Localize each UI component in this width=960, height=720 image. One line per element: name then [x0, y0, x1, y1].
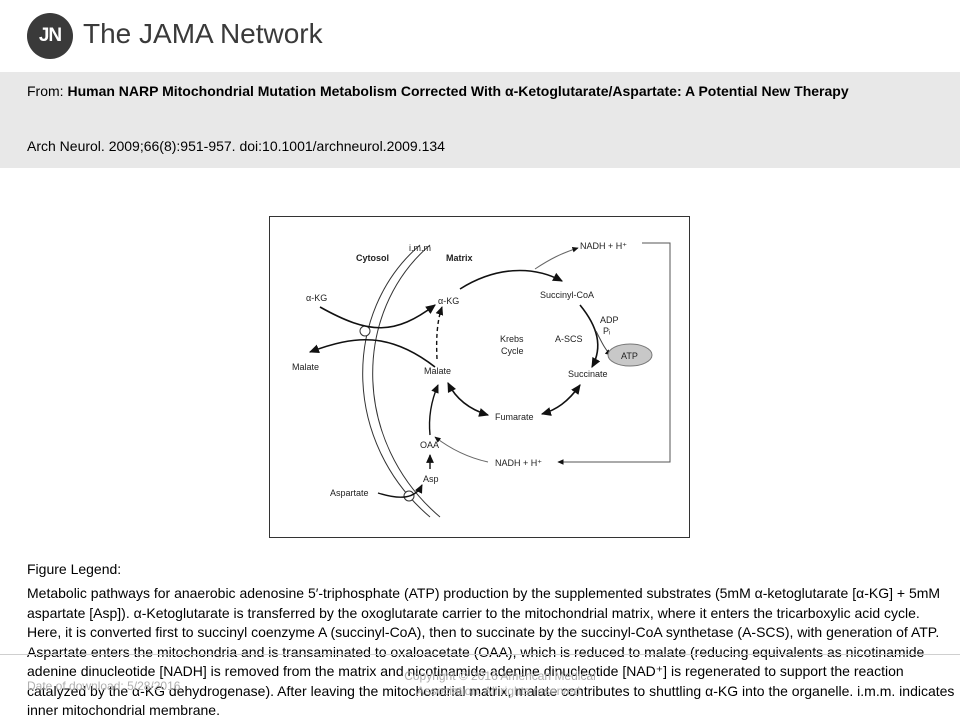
label-malate-matrix: Malate	[424, 366, 451, 376]
from-prefix: From:	[27, 83, 64, 99]
malate-export-arrow	[308, 338, 436, 368]
succinate-to-fumarate-arrow	[540, 384, 581, 416]
label-imm: i.m.m	[409, 243, 431, 253]
label-succinyl-coa: Succinyl-CoA	[540, 290, 594, 300]
label-krebs: Krebs	[500, 334, 524, 344]
akg-to-succinylcoa-arrow	[459, 269, 563, 290]
label-atp: ATP	[621, 351, 638, 361]
label-a-scs: A-SCS	[555, 334, 583, 344]
label-aspartate: Aspartate	[330, 488, 369, 498]
copyright-notice: Copyright © 2016 American Medical Associ…	[404, 669, 596, 698]
label-asp: Asp	[423, 474, 439, 484]
article-citation: Arch Neurol. 2009;66(8):951-957. doi:10.…	[27, 138, 445, 154]
membrane-inner-line	[372, 244, 441, 518]
article-title[interactable]: Human NARP Mitochondrial Mutation Metabo…	[67, 83, 849, 99]
atp-ellipse	[607, 343, 653, 367]
label-akg-cytosol: α-KG	[306, 293, 327, 303]
oxoglutarate-carrier	[359, 325, 371, 337]
label-pi: Pᵢ	[603, 326, 610, 336]
brand-name[interactable]: The JAMA Network	[83, 18, 323, 49]
nadh-bottom-arrow	[434, 436, 489, 463]
nadh-loop-line	[557, 242, 671, 465]
legend-title: Figure Legend:	[27, 561, 122, 577]
legend-text: Metabolic pathways for anaerobic adenosi…	[27, 585, 955, 718]
nadh-top-arrow	[534, 246, 579, 270]
figure-diagram: i.m.m Cytosol Matrix α-KG α-KG Malate Ma…	[269, 216, 690, 538]
membrane-outer-line	[362, 244, 431, 518]
label-malate-cytosol: Malate	[292, 362, 319, 372]
jama-network-logo[interactable]: JN	[27, 13, 73, 59]
label-fumarate: Fumarate	[495, 412, 534, 422]
oaa-to-malate-arrow	[428, 384, 439, 436]
metabolic-pathway-diagram: i.m.m Cytosol Matrix α-KG α-KG Malate Ma…	[292, 241, 671, 518]
label-matrix: Matrix	[446, 253, 473, 263]
label-cycle: Cycle	[501, 346, 524, 356]
brand-header: JN The JAMA Network	[0, 0, 960, 72]
aspartate-import-arrow	[377, 484, 423, 498]
label-adp: ADP	[600, 315, 619, 325]
fumarate-to-malate-arrow	[447, 381, 490, 417]
label-cytosol: Cytosol	[356, 253, 389, 263]
article-header-band	[0, 72, 960, 168]
label-akg-matrix: α-KG	[438, 296, 459, 306]
succinylcoa-to-succinate-arrow	[579, 304, 601, 368]
download-date: Date of download: 5/28/2016	[27, 679, 181, 693]
akg-import-arrow	[319, 304, 436, 329]
from-line: From: Human NARP Mitochondrial Mutation …	[27, 81, 937, 102]
label-succinate: Succinate	[568, 369, 608, 379]
label-nadh-top: NADH + H⁺	[580, 241, 627, 251]
footer-divider	[0, 654, 960, 655]
label-oaa: OAA	[420, 440, 439, 450]
malate-to-akg-dashed	[435, 306, 444, 360]
label-nadh-bottom: NADH + H⁺	[495, 458, 542, 468]
